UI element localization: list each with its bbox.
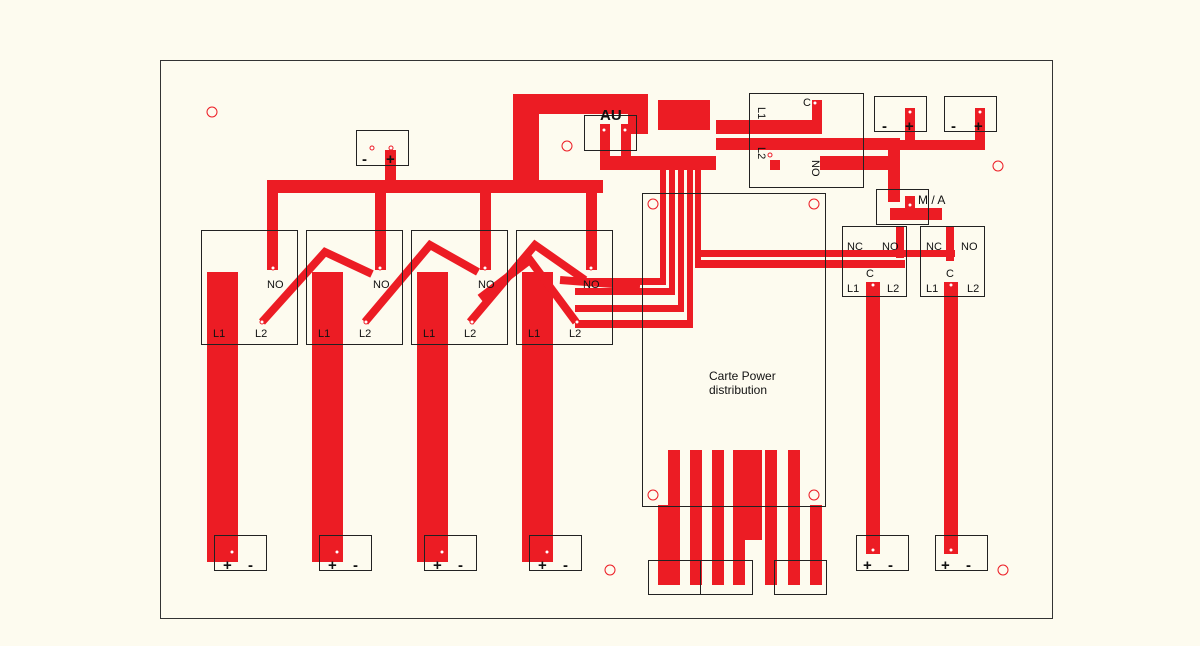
bot1-plus: + — [223, 557, 232, 574]
ma2-l1: L1 — [926, 283, 938, 295]
top-relay-no: NO — [809, 160, 821, 177]
ma2-l2: L2 — [967, 283, 979, 295]
top-conn-plus: + — [386, 151, 395, 168]
bot5-minus: - — [888, 557, 893, 574]
ma1-c: C — [866, 268, 874, 280]
top-relay-c: C — [803, 97, 811, 109]
ma2-c: C — [946, 268, 954, 280]
labels: AU M / A Carte Power distribution NO L2 … — [213, 97, 983, 574]
bot3-plus: + — [433, 557, 442, 574]
right2-plus: + — [974, 118, 983, 135]
right1-minus: - — [882, 118, 887, 135]
ma2-nc: NC — [926, 241, 942, 253]
bot4-minus: - — [563, 557, 568, 574]
carte-label: Carte Power — [709, 369, 776, 383]
bot2-minus: - — [353, 557, 358, 574]
bot1-minus: - — [248, 557, 253, 574]
relay4-l1: L1 — [528, 328, 540, 340]
top-conn-minus: - — [362, 151, 367, 168]
copper-layer — [207, 94, 985, 585]
bot5-plus: + — [863, 557, 872, 574]
relay1-no: NO — [267, 279, 284, 291]
relay4-l2: L2 — [569, 328, 581, 340]
relay2-l1: L1 — [318, 328, 330, 340]
relay1-l1: L1 — [213, 328, 225, 340]
ma1-no: NO — [882, 241, 899, 253]
ma2-no: NO — [961, 241, 978, 253]
ma1-nc: NC — [847, 241, 863, 253]
ma-label: M / A — [918, 193, 945, 207]
component-outlines — [201, 93, 997, 595]
ma1-l2: L2 — [887, 283, 899, 295]
relay2-l2: L2 — [359, 328, 371, 340]
right1-plus: + — [905, 118, 914, 135]
bot2-plus: + — [328, 557, 337, 574]
top-relay-l2: L2 — [755, 147, 767, 159]
relay2-no: NO — [373, 279, 390, 291]
au-label: AU — [600, 107, 622, 124]
relay4-no: NO — [583, 279, 600, 291]
bot3-minus: - — [458, 557, 463, 574]
bot6-minus: - — [966, 557, 971, 574]
ma1-l1: L1 — [847, 283, 859, 295]
pads — [229, 100, 983, 555]
mounting-holes — [206, 106, 1009, 576]
relay3-l1: L1 — [423, 328, 435, 340]
relay3-l2: L2 — [464, 328, 476, 340]
carte-label-2: distribution — [709, 383, 767, 397]
right2-minus: - — [951, 118, 956, 135]
board-outline — [160, 60, 1053, 619]
bot6-plus: + — [941, 557, 950, 574]
zigzag-traces — [259, 156, 890, 325]
relay3-no: NO — [478, 279, 495, 291]
relay1-l2: L2 — [255, 328, 267, 340]
top-relay-l1: L1 — [755, 107, 767, 119]
bot4-plus: + — [538, 557, 547, 574]
